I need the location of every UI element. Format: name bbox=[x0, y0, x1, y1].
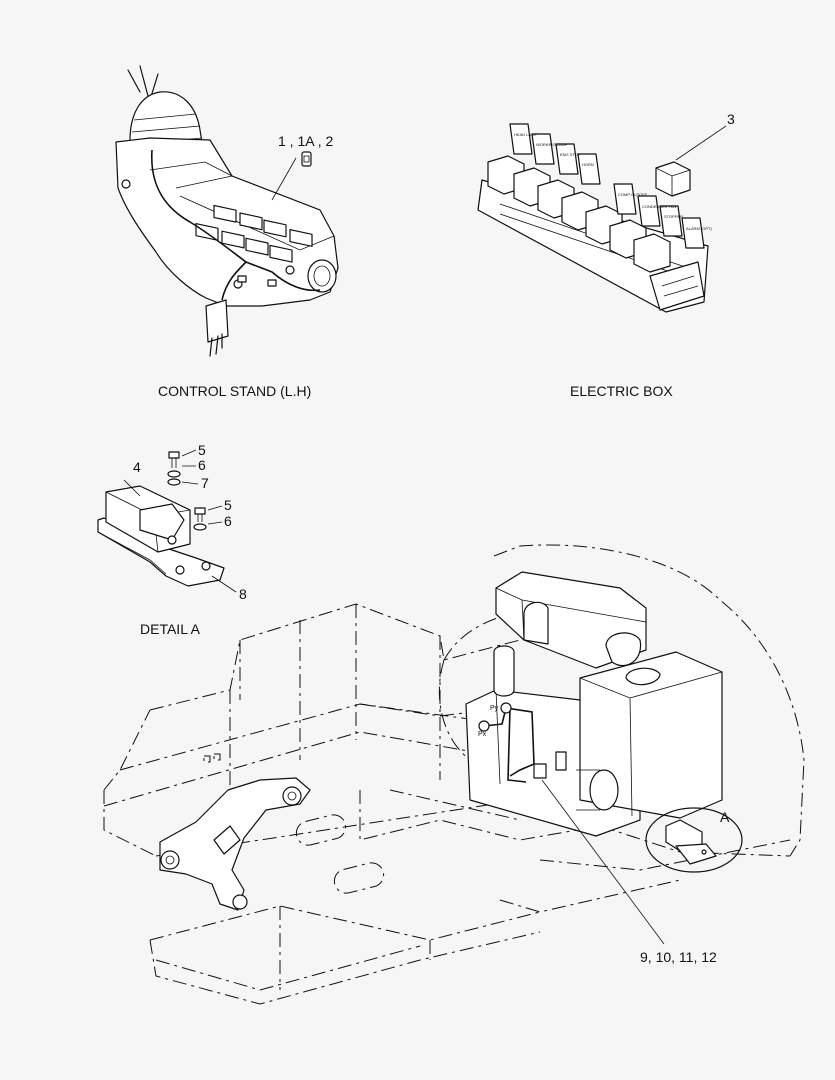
caption-electric-box: ELECTRIC BOX bbox=[570, 383, 673, 399]
callout-item-6b: 6 bbox=[224, 513, 232, 529]
switch-part-icon bbox=[301, 151, 312, 167]
detail-a-illustration bbox=[97, 449, 237, 593]
detail-a-location bbox=[645, 807, 743, 873]
electric-box-label-plates bbox=[509, 123, 705, 249]
label-plate-working-lamp: WORKING LAMP bbox=[536, 142, 568, 147]
label-plate-head-lamp: HEAD LAMP bbox=[514, 132, 537, 137]
label-plate-alarm: ALARM (OPT) bbox=[686, 226, 712, 231]
callout-item-5a: 5 bbox=[198, 442, 206, 458]
label-plate-stopper: STOPPER bbox=[664, 214, 683, 219]
label-plate-comp-cutoff: COMP CUTOFF bbox=[618, 192, 648, 197]
callout-relay: 3 bbox=[727, 111, 735, 127]
detail-a-marker: A bbox=[720, 809, 730, 825]
boom-foot-bracket bbox=[159, 777, 311, 911]
relay-row bbox=[487, 155, 671, 273]
engine-block bbox=[465, 571, 723, 945]
control-stand-illustration bbox=[115, 65, 339, 357]
callout-sensor-items: 9, 10, 11, 12 bbox=[640, 949, 717, 965]
port-label-py: Py bbox=[490, 705, 499, 712]
relay-part bbox=[655, 125, 727, 197]
label-plate-condenser-fan: CONDENSER FAN bbox=[642, 204, 677, 209]
electric-box-illustration: HEAD LAMP WORKING LAMP ENG STOP HORN COM… bbox=[477, 123, 712, 313]
switch-panel bbox=[195, 204, 313, 263]
callout-item-5b: 5 bbox=[224, 497, 232, 513]
label-plate-horn: HORN bbox=[582, 162, 594, 167]
callout-item-8: 8 bbox=[239, 586, 247, 602]
caption-detail-a: DETAIL A bbox=[140, 621, 201, 637]
port-label-px: Px bbox=[478, 731, 487, 738]
callout-switch-items: 1 , 1A , 2 bbox=[278, 133, 333, 149]
label-plate-eng-stop: ENG STOP bbox=[560, 152, 581, 157]
callout-item-6a: 6 bbox=[198, 457, 206, 473]
callout-item-7: 7 bbox=[201, 475, 209, 491]
callout-item-4: 4 bbox=[133, 459, 141, 475]
caption-control-stand: CONTROL STAND (L.H) bbox=[158, 383, 311, 399]
